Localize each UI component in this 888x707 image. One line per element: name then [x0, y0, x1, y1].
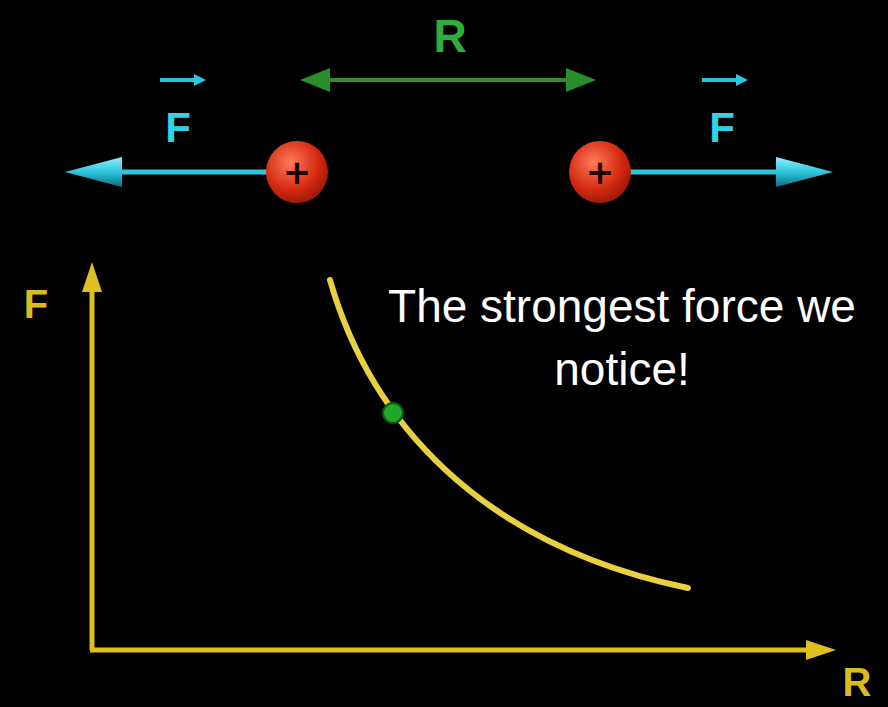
force-arrow — [65, 157, 833, 187]
distance-label: R — [433, 11, 466, 62]
axis-label: F — [24, 282, 48, 326]
axis-label: R — [843, 660, 872, 704]
charge-sign: + — [283, 155, 312, 189]
callout-text: The strongest force we notice! — [372, 275, 872, 402]
force-label: F — [709, 105, 735, 151]
charge-ball: + — [569, 141, 631, 203]
charge-ball: + — [266, 141, 328, 203]
charge-sign: + — [586, 155, 615, 189]
current-point — [383, 403, 403, 423]
force-label: F — [165, 105, 191, 151]
distance-arrow — [300, 68, 596, 92]
vector-arrow — [160, 74, 748, 86]
